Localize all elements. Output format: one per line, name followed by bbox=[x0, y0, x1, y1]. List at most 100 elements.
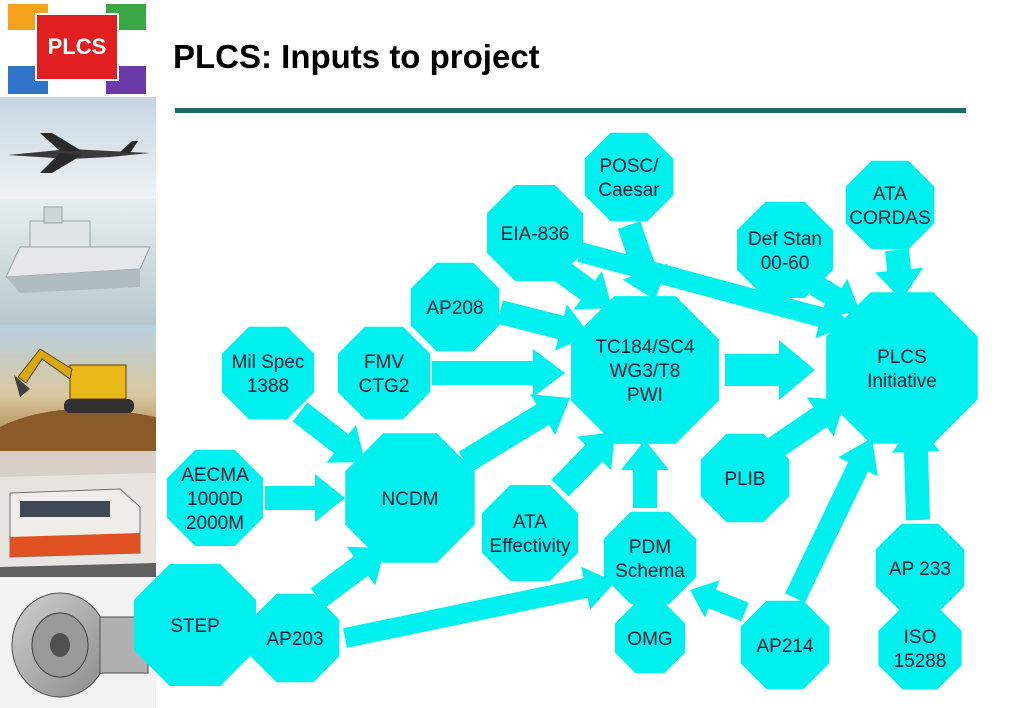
arrow-ap203-to-pdm bbox=[343, 566, 615, 648]
node-ap203: AP203 bbox=[250, 593, 340, 683]
node-shape-ataeff bbox=[482, 485, 578, 581]
node-shape-omg bbox=[614, 602, 686, 674]
arrow-aecma-to-ncdm bbox=[265, 474, 345, 522]
node-label-posc: POSC/ bbox=[599, 156, 659, 177]
airplane-photo bbox=[0, 97, 156, 199]
node-shape-ap208 bbox=[410, 262, 500, 352]
plcs-logo: PLCS bbox=[8, 4, 146, 94]
arrow-fmv-to-tc184 bbox=[432, 349, 565, 397]
node-atacordas: ATA CORDAS bbox=[845, 160, 935, 250]
arrow-ataeff-to-tc184 bbox=[551, 432, 615, 497]
node-shape-milspec bbox=[221, 326, 315, 420]
node-label-defstan: Def Stan bbox=[748, 229, 822, 250]
arrow-eia-to-tc184 bbox=[552, 260, 612, 310]
node-shape-ap203 bbox=[250, 593, 340, 683]
node-label-ap214: AP214 bbox=[756, 636, 813, 657]
arrow-ap214-to-plcs bbox=[785, 438, 878, 603]
node-label-tc184: TC184/SC4 bbox=[595, 337, 695, 358]
node-shape-ap233 bbox=[875, 523, 965, 613]
ship-photo bbox=[0, 199, 156, 325]
node-label-ap203: AP203 bbox=[266, 629, 323, 650]
node-label-eia: EIA-836 bbox=[501, 224, 570, 245]
train-photo bbox=[0, 451, 156, 577]
node-shape-atacordas bbox=[845, 160, 935, 250]
sidebar-photo-strip bbox=[0, 97, 156, 708]
node-omg: OMG bbox=[614, 602, 686, 674]
node-ap214: AP214 bbox=[740, 600, 830, 690]
arrows-layer bbox=[265, 221, 940, 648]
page-title: PLCS: Inputs to project bbox=[173, 38, 540, 75]
node-label-tc184: WG3/T8 bbox=[610, 361, 681, 382]
node-eia: EIA-836 bbox=[487, 185, 583, 281]
node-shape-plcs bbox=[826, 292, 978, 444]
arrow-ap233-to-plcs bbox=[892, 420, 940, 521]
arrow-ap214-to-pdm bbox=[690, 580, 749, 622]
node-plcs: PLCS Initiative bbox=[826, 292, 978, 444]
node-posc: POSC/Caesar bbox=[584, 132, 674, 222]
node-label-step: STEP bbox=[170, 616, 220, 637]
node-label-fmv: FMV bbox=[364, 352, 404, 373]
node-label-iso: 15288 bbox=[894, 651, 947, 672]
node-label-milspec: 1388 bbox=[247, 376, 289, 397]
node-label-iso: ISO bbox=[904, 627, 937, 648]
node-label-plcs: PLCS bbox=[877, 347, 927, 368]
node-label-omg: OMG bbox=[627, 629, 672, 650]
node-step: STEP bbox=[134, 564, 256, 686]
excavator-photo bbox=[0, 325, 156, 451]
node-milspec: Mil Spec 1388 bbox=[221, 326, 315, 420]
node-shape-ap214 bbox=[740, 600, 830, 690]
node-aecma: AECMA 1000D 2000M bbox=[167, 450, 263, 546]
arrow-plib-to-plcs bbox=[768, 397, 845, 458]
arrow-atacordas-to-plcs bbox=[875, 248, 923, 300]
node-shape-ncdm bbox=[345, 433, 475, 563]
node-label-atacordas: ATA bbox=[873, 184, 907, 205]
node-label-aecma: AECMA bbox=[181, 465, 249, 486]
arrow-pdm-to-tc184 bbox=[621, 440, 669, 508]
node-shape-pdm bbox=[603, 511, 697, 605]
arrow-ncdm-to-tc184 bbox=[458, 394, 570, 473]
node-iso: ISO 15288 bbox=[878, 606, 962, 690]
arrow-eia-to-plcs bbox=[577, 242, 850, 339]
node-label-pdm: Schema bbox=[615, 561, 685, 582]
node-label-plcs: Initiative bbox=[867, 371, 937, 392]
arrow-milspec-to-ncdm bbox=[292, 402, 365, 463]
node-defstan: Def Stan 00-60 bbox=[737, 202, 833, 298]
node-label-ap208: AP208 bbox=[426, 298, 483, 319]
node-fmv: FMV CTG2 bbox=[337, 326, 431, 420]
arrow-defstan-to-plcs bbox=[809, 275, 860, 317]
node-label-atacordas: CORDAS bbox=[849, 208, 930, 229]
node-shape-eia bbox=[487, 185, 583, 281]
node-label-milspec: Mil Spec bbox=[232, 352, 305, 373]
arrow-ap203-to-ncdm bbox=[310, 546, 385, 608]
node-label-ap233: AP 233 bbox=[889, 559, 951, 580]
node-shape-step bbox=[134, 564, 256, 686]
node-label-posc: Caesar bbox=[598, 180, 660, 201]
arrow-tc184-to-plcs bbox=[725, 340, 815, 400]
node-shape-tc184 bbox=[571, 296, 719, 444]
node-ncdm: NCDM bbox=[345, 433, 475, 563]
svg-text:PLCS: PLCS bbox=[48, 34, 107, 59]
node-label-fmv: CTG2 bbox=[359, 376, 410, 397]
node-plib: PLIB bbox=[700, 433, 790, 523]
node-shape-plib bbox=[700, 433, 790, 523]
title-underline bbox=[175, 108, 966, 113]
node-label-ataeff: Effectivity bbox=[490, 536, 571, 557]
node-shape-iso bbox=[878, 606, 962, 690]
node-ap208: AP208 bbox=[410, 262, 500, 352]
node-label-ncdm: NCDM bbox=[382, 489, 439, 510]
node-label-aecma: 1000D bbox=[187, 489, 243, 510]
node-label-defstan: 00-60 bbox=[761, 253, 810, 274]
node-label-ataeff: ATA bbox=[513, 512, 547, 533]
node-label-plib: PLIB bbox=[724, 469, 765, 490]
node-ataeff: ATA Effectivity bbox=[482, 485, 578, 581]
node-shape-defstan bbox=[737, 202, 833, 298]
node-label-tc184: PWI bbox=[627, 385, 663, 406]
node-ap233: AP 233 bbox=[875, 523, 965, 613]
node-shape-posc bbox=[584, 132, 674, 222]
node-label-aecma: 2000M bbox=[186, 513, 244, 534]
node-shape-fmv bbox=[337, 326, 431, 420]
